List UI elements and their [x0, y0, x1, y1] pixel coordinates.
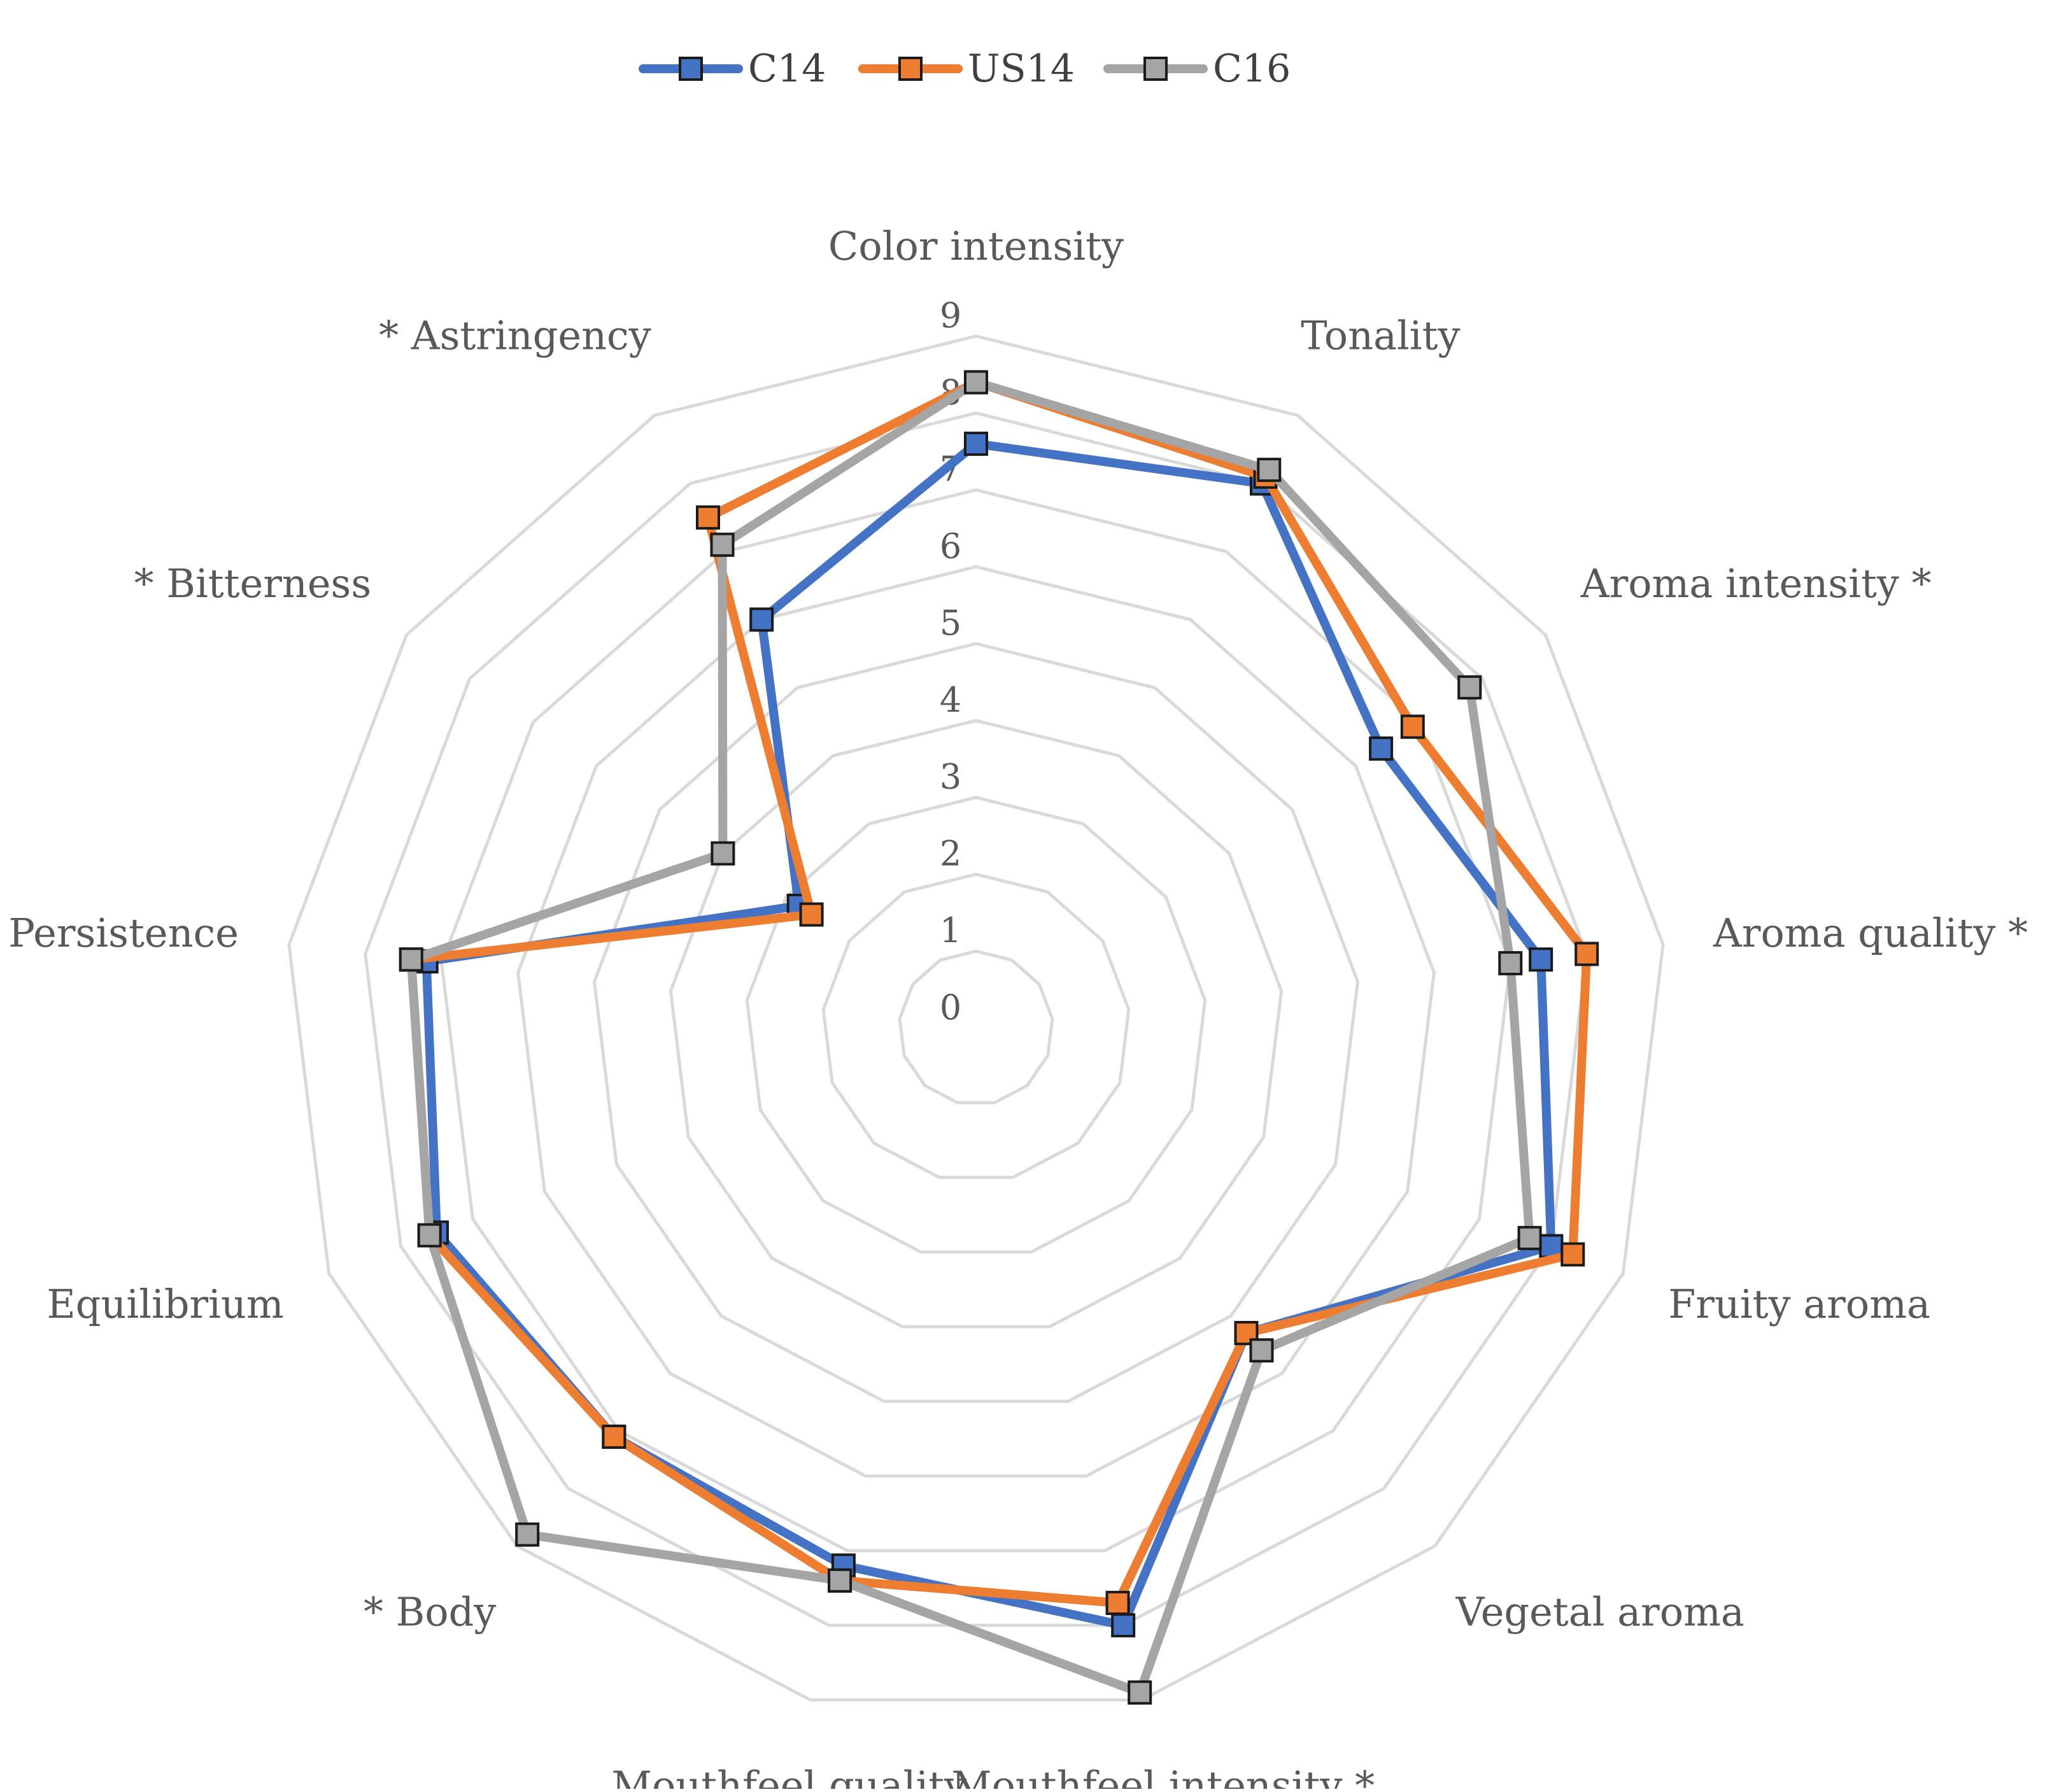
category-label: Aroma intensity *	[1580, 560, 1932, 607]
legend: C14 US14 C16	[639, 46, 1291, 91]
category-label: Persistence	[8, 910, 239, 956]
legend-label: US14	[968, 46, 1075, 91]
category-label: * Astringency	[379, 313, 651, 359]
data-point	[1517, 1225, 1542, 1250]
category-label: Equilibrium	[46, 1281, 283, 1327]
data-point	[1574, 942, 1599, 966]
legend-item: C14	[639, 46, 826, 91]
series-c14	[414, 432, 1564, 1638]
series-line	[421, 439, 1556, 1630]
grid-ring	[592, 642, 1360, 1403]
data-point	[399, 947, 423, 972]
legend-label: C14	[748, 46, 826, 91]
data-point	[828, 1568, 853, 1593]
category-label: * Bitterness	[134, 560, 372, 607]
data-point	[417, 1223, 442, 1248]
data-point	[1400, 714, 1425, 739]
data-point	[964, 370, 988, 395]
data-point	[749, 607, 774, 632]
data-point	[1128, 1680, 1152, 1705]
tick-label: 6	[940, 526, 961, 566]
data-point	[1257, 458, 1282, 483]
tick-label: 4	[940, 680, 961, 720]
category-label: * Body	[364, 1588, 496, 1635]
legend-item: C16	[1103, 46, 1291, 91]
legend-item: US14	[858, 46, 1075, 91]
data-point	[515, 1522, 540, 1547]
category-label: Mouthfeel intensity *	[951, 1762, 1375, 1789]
data-point	[1111, 1613, 1136, 1638]
grid-ring	[898, 949, 1054, 1104]
grid-ring	[821, 872, 1131, 1179]
radar-grid	[287, 334, 1665, 1702]
tick-label: 0	[940, 987, 961, 1027]
grid-ring	[287, 334, 1665, 1702]
legend-marker	[679, 57, 703, 81]
data-point	[602, 1424, 626, 1449]
tick-label: 3	[940, 757, 961, 797]
grid-ring	[669, 719, 1284, 1329]
data-point	[1498, 951, 1523, 976]
grid-ring	[440, 488, 1512, 1553]
category-label: Tonality	[1301, 313, 1460, 359]
series-lines	[399, 370, 1599, 1705]
series-us14	[399, 370, 1599, 1615]
data-point	[1529, 947, 1553, 972]
legend-marker	[1143, 57, 1168, 81]
category-label: Mouthfeel quality	[612, 1762, 967, 1789]
grid-ring	[364, 411, 1588, 1627]
series-line	[406, 377, 1592, 1607]
grid-ring	[745, 796, 1207, 1254]
data-point	[1457, 675, 1482, 700]
series-c16	[399, 370, 1542, 1705]
category-label: Vegetal aroma	[1455, 1588, 1744, 1635]
tick-label: 5	[940, 603, 961, 643]
grid-ring	[516, 565, 1436, 1478]
data-point	[710, 532, 735, 557]
tick-label: 1	[940, 910, 961, 950]
legend-marker	[898, 57, 923, 81]
series-line	[406, 377, 1534, 1697]
data-point	[1560, 1242, 1585, 1267]
data-point	[1249, 1338, 1274, 1363]
data-point	[711, 841, 735, 866]
category-label: Aroma quality *	[1713, 910, 2028, 956]
data-point	[964, 432, 988, 456]
category-label: Fruity aroma	[1668, 1281, 1930, 1327]
legend-label: C16	[1213, 46, 1291, 91]
data-point	[1105, 1591, 1130, 1615]
tick-label: 9	[940, 295, 961, 335]
data-point	[1369, 736, 1394, 761]
data-point	[696, 505, 720, 530]
tick-label: 2	[940, 833, 961, 873]
data-point	[799, 902, 824, 927]
category-label: Color intensity	[828, 223, 1124, 269]
